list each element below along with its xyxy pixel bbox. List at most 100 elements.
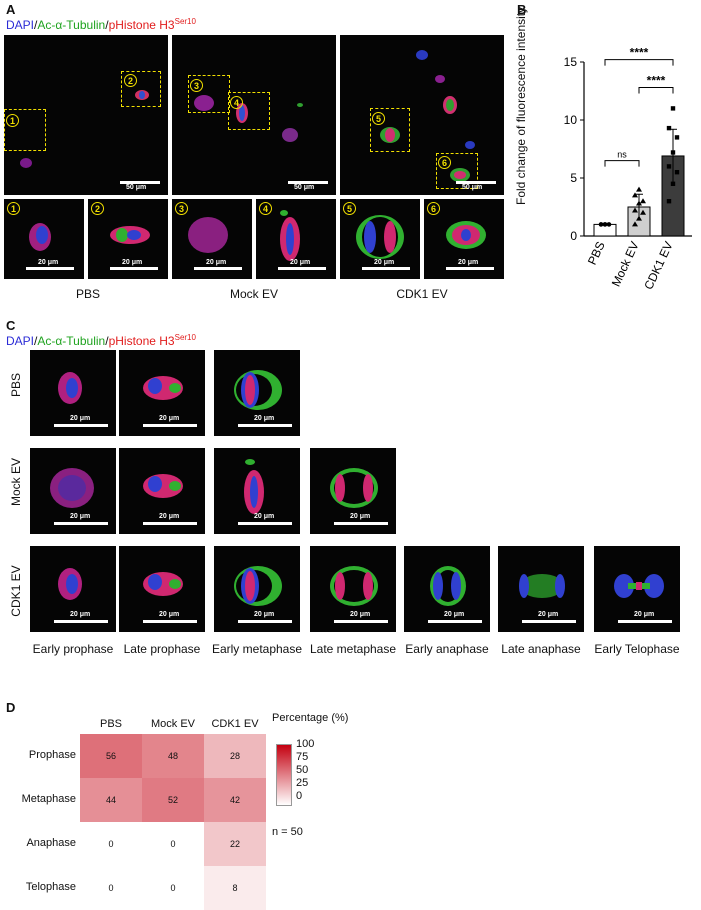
scale-label: 20 μm [38,259,59,266]
roi-box-6 [436,153,478,189]
scale-label: 20 μm [254,611,275,618]
scale-bar [456,181,496,184]
data-point [632,192,638,198]
roi-number-4: 4 [230,96,243,109]
cell-drawing [234,370,282,410]
heatmap-column-label: PBS [99,718,122,730]
mitosis-image: 20 μm [310,448,396,534]
colorbar-label: Percentage (%) [272,712,349,724]
x-tick-label: Mock EV [609,239,642,288]
colorbar [276,744,292,806]
mitosis-image: 20 μm [214,546,300,632]
scale-bar [278,267,326,270]
scale-bar [522,620,576,623]
data-point [670,106,676,111]
scale-bar [54,522,108,525]
y-tick-label: 15 [564,55,578,69]
heatmap-row-label: Metaphase [21,793,76,805]
heatmap-row-label: Telophase [25,881,76,893]
data-point [666,125,672,131]
cell-drawing [244,459,264,514]
row-label-cdk1: CDK1 EV [9,565,23,617]
mitosis-image: 20 μm [30,448,116,534]
significance-bracket: ns [604,150,640,167]
image-mock-overview: 3 4 50 μm [172,35,336,195]
scale-label: 20 μm [70,513,91,520]
mitosis-image: 20 μm [119,546,205,632]
cell-drawing [330,468,378,508]
data-point [632,207,638,213]
scale-bar [120,181,160,184]
panel-label-c: C [6,318,16,333]
cell-drawing [430,566,466,606]
scale-label: 20 μm [350,513,371,520]
heatmap-cell: 0 [142,822,204,866]
bar-marks: ns******** [593,46,685,237]
mitosis-image: 20 μm [30,350,116,436]
heatmap-row-label: Prophase [28,749,76,761]
roi-number-5: 5 [372,112,385,125]
colorbar-tick: 0 [296,790,303,802]
inset-number-3: 3 [175,202,188,215]
cell-drawing [234,566,282,606]
scale-bar [54,620,108,623]
scale-bar [194,267,242,270]
data-point [640,209,646,215]
heatmap-cell: 42 [204,778,266,822]
panel-label-b: B [517,2,527,17]
stage-label: Early prophase [32,642,114,656]
cell-drawing [50,468,94,508]
heatmap-cell: 0 [80,866,142,910]
roi-number-1: 1 [6,114,19,127]
inset-image-3: 3 20 μm [172,199,252,279]
y-tick-label: 10 [564,113,578,127]
mitosis-image: 20 μm [214,448,300,534]
heatmap-cell: 8 [204,866,266,910]
scale-label: 20 μm [538,611,559,618]
bracket-line [638,87,674,94]
mitosis-image: 20 μm [30,546,116,632]
scale-bar [334,522,388,525]
roi-number-2: 2 [124,74,137,87]
y-tick-label: 5 [570,171,577,185]
stage-label: Early metaphase [211,642,303,656]
scale-bar [238,424,292,427]
row-label-mock: Mock EV [9,458,23,507]
scale-label: 50 μm [462,184,483,191]
stage-label: Early anaphase [405,642,489,656]
legend-a: DAPI/Ac-α-Tubulin/pHistone H3Ser10 [6,17,196,32]
scale-bar [618,620,672,623]
data-point [636,200,642,206]
roi-box-3 [188,75,230,113]
x-tick-label: PBS [585,239,608,267]
data-point [666,199,672,204]
data-point [598,222,604,227]
mitosis-image: 20 μm [594,546,680,632]
scale-bar [238,522,292,525]
scale-bar [54,424,108,427]
mitosis-image: 20 μm [119,448,205,534]
scale-bar [238,620,292,623]
inset-number-1: 1 [7,202,20,215]
scale-label: 20 μm [458,259,479,266]
data-point [670,181,676,186]
row-label-pbs: PBS [9,373,23,398]
data-point [674,170,680,175]
scale-bar [143,522,197,525]
heatmap-column-label: Mock EV [150,718,195,730]
data-point [632,221,638,227]
roi-box-5 [370,108,410,152]
bracket-line [604,160,640,167]
stage-label: Early Telophase [594,642,680,656]
panel-label-d: D [6,700,16,715]
scale-bar [143,424,197,427]
heatmap-cell: 28 [204,734,266,778]
cell-drawing [330,566,378,606]
inset-number-5: 5 [343,202,356,215]
cell-drawing [143,474,183,498]
data-point [640,198,646,204]
mitosis-image: 20 μm [119,350,205,436]
significance-label: **** [647,74,666,88]
scale-label: 20 μm [254,513,275,520]
